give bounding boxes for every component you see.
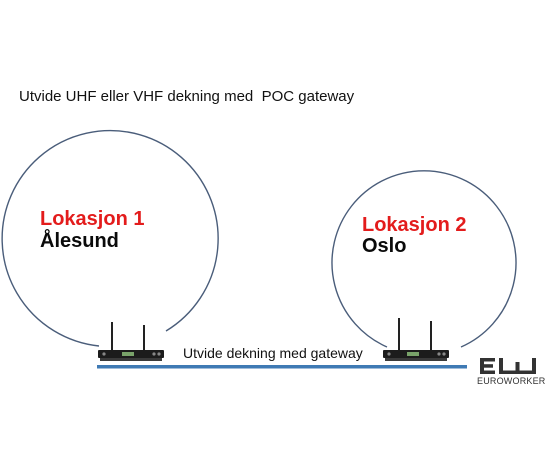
location-2-title: Lokasjon 2: [362, 214, 467, 236]
gateway-link-label: Utvide dekning med gateway: [183, 345, 363, 361]
coverage-circle-location-1: [1, 129, 219, 347]
location-1-title: Lokasjon 1: [40, 208, 145, 230]
location-1-city: Ålesund: [40, 230, 119, 252]
gateway-link-line: [97, 365, 467, 369]
coverage-circle-location-2: [331, 170, 517, 348]
euroworker-logo-text: EUROWORKER: [477, 376, 546, 386]
diagram-headline: Utvide UHF eller VHF dekning med POC gat…: [19, 88, 355, 105]
location-2-city: Oslo: [362, 235, 407, 257]
receiver-device-icon: [98, 322, 164, 361]
receiver-device-icon: [383, 318, 449, 361]
euroworker-logo-icon: [480, 358, 536, 374]
